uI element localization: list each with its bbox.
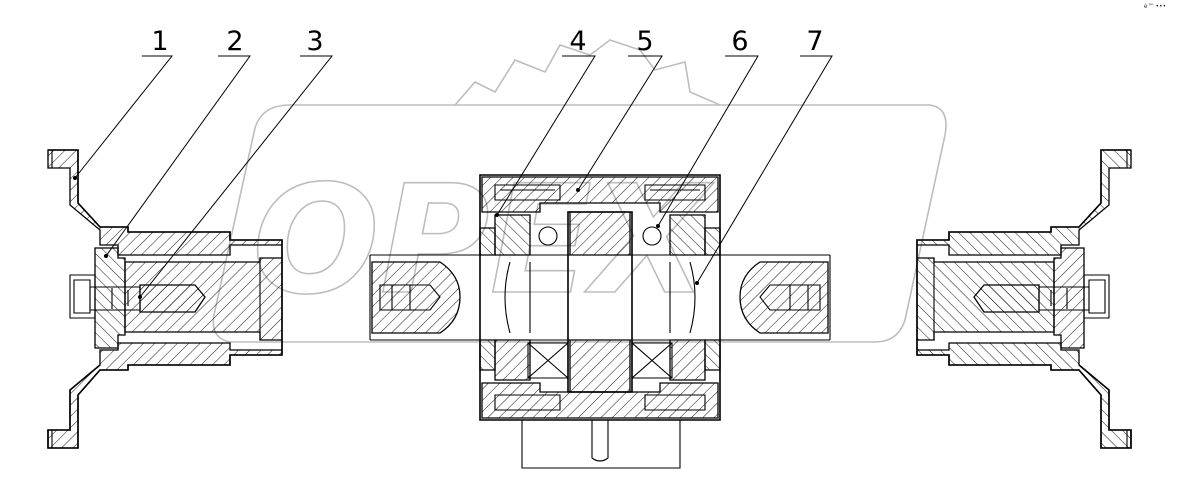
- callout-labels: 1 2 3 4 5 6 7: [151, 26, 823, 57]
- callout-7: 7: [806, 26, 823, 57]
- callout-3: 3: [306, 26, 323, 57]
- right-flange-assembly: [916, 149, 1132, 449]
- callout-2: 2: [226, 26, 243, 57]
- callout-6: 6: [731, 26, 748, 57]
- corner-mark: e™ •••: [1144, 3, 1166, 10]
- center-gearbox: [369, 174, 831, 469]
- left-flange-assembly: [47, 149, 283, 449]
- callout-leaders: [73, 55, 833, 299]
- callout-4: 4: [569, 26, 586, 57]
- callout-5: 5: [636, 26, 653, 57]
- callout-1: 1: [151, 26, 168, 57]
